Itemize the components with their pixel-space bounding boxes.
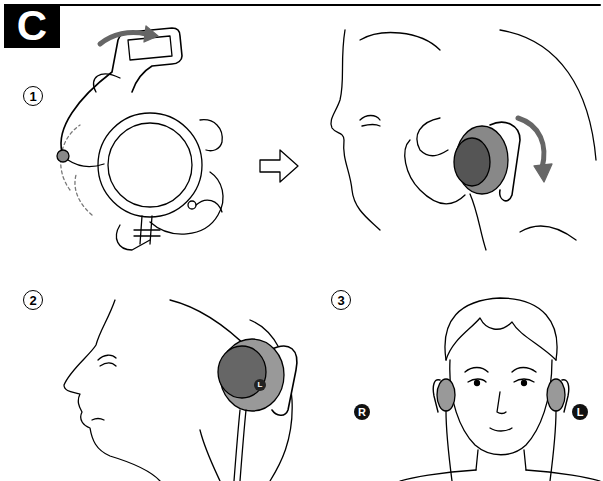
step-number: 1 [23, 86, 43, 106]
head-inserting-earphone-part [360, 116, 380, 127]
profile-wearing-earphone-part [234, 410, 240, 481]
front-view-wearing-earphones-part [547, 379, 565, 411]
earphone-in-hand [57, 26, 223, 250]
front-view-wearing-earphones-part [550, 411, 556, 481]
earphone-in-hand-part [68, 160, 104, 167]
earphone-in-hand-part [144, 26, 158, 42]
front-view-wearing-earphones-part [437, 379, 455, 411]
front-view-wearing-earphones-part [400, 470, 600, 481]
earphone-in-hand-part [61, 125, 92, 215]
head-inserting-earphone-part [500, 30, 596, 240]
head-inserting-earphone-part [490, 122, 520, 201]
earphone-in-hand-part [196, 200, 222, 212]
head-inserting-earphone-part [454, 138, 490, 186]
head-inserting-earphone-part [534, 164, 552, 182]
front-view-wearing-earphones-part [445, 298, 557, 360]
front-view-wearing-earphones-part [562, 380, 569, 412]
earphone-in-hand-part [57, 150, 69, 162]
front-view-wearing-earphones-part [475, 381, 480, 386]
side-mark: L [254, 379, 266, 391]
step-number: 3 [331, 290, 351, 310]
profile-wearing-earphone-part [98, 355, 116, 360]
earphone-in-hand-part [108, 123, 192, 207]
front-view-wearing-earphones [400, 298, 600, 481]
profile-wearing-earphone-part [240, 410, 246, 481]
profile-wearing-earphone-part [92, 419, 104, 421]
side-mark: L [572, 404, 588, 420]
front-view-wearing-earphones-part [446, 411, 452, 481]
front-view-wearing-earphones-part [465, 368, 536, 373]
earphone-in-hand-part [188, 201, 196, 209]
earphone-in-hand-part [116, 225, 150, 250]
head-inserting-earphone-part [518, 118, 544, 168]
profile-wearing-earphone-part [100, 363, 116, 366]
head-inserting-earphone-part [470, 194, 486, 250]
front-view-wearing-earphones-part [446, 318, 556, 360]
head-inserting-earphone-part [331, 30, 380, 230]
front-view-wearing-earphones-part [490, 428, 512, 431]
front-view-wearing-earphones-part [433, 380, 440, 412]
next-arrow [260, 150, 298, 182]
head-inserting-earphone-part [360, 33, 440, 50]
earphone-in-hand-part [61, 28, 182, 152]
profile-wearing-earphone-part [200, 430, 220, 481]
earphone-in-hand-part [134, 230, 160, 236]
earphone-in-hand-part [100, 32, 146, 44]
front-view-wearing-earphones-part [497, 392, 506, 414]
earphone-in-hand-part [98, 113, 202, 217]
earphone-in-hand-part [200, 120, 222, 151]
profile-wearing-earphone [64, 300, 297, 481]
header-rule [60, 4, 600, 6]
front-view-wearing-earphones-part [450, 360, 552, 455]
head-inserting-earphone [331, 30, 596, 250]
front-view-wearing-earphones-part [522, 381, 527, 386]
front-view-wearing-earphones-part [476, 450, 526, 470]
profile-wearing-earphone-part [64, 300, 160, 481]
head-inserting-earphone-part [417, 118, 448, 156]
section-letter: C [4, 4, 60, 48]
step-number: 2 [23, 290, 43, 310]
profile-wearing-earphone-part [218, 346, 266, 398]
side-mark: R [354, 404, 370, 420]
